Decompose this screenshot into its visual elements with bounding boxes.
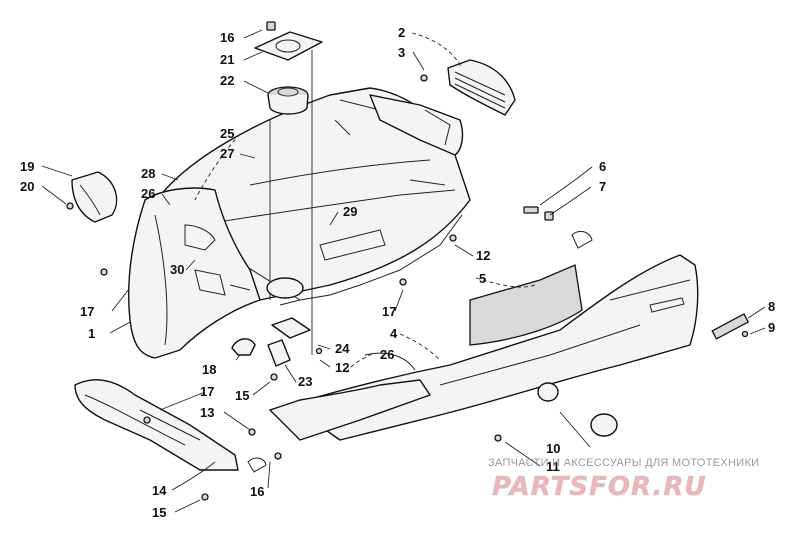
callout-15-mid: 15 xyxy=(235,388,249,403)
callout-21: 21 xyxy=(220,52,234,67)
callout-9: 9 xyxy=(768,320,775,335)
callout-16-bottom: 16 xyxy=(250,484,264,499)
left-side-panel xyxy=(127,187,261,359)
callout-10: 10 xyxy=(546,441,560,456)
callout-3: 3 xyxy=(398,45,405,60)
front-rail xyxy=(269,352,431,441)
callout-23: 23 xyxy=(298,374,312,389)
callout-7: 7 xyxy=(599,179,606,194)
boot-seal xyxy=(267,86,309,115)
callout-5: 5 xyxy=(479,271,486,286)
callout-26-upper: 26 xyxy=(141,186,155,201)
callout-25: 25 xyxy=(220,126,234,141)
cap xyxy=(537,382,618,437)
callout-1: 1 xyxy=(88,326,95,341)
tunnel-plate xyxy=(254,31,323,61)
callout-30: 30 xyxy=(170,262,184,277)
callout-27: 27 xyxy=(220,146,234,161)
callout-17-center: 17 xyxy=(382,304,396,319)
air-scoop xyxy=(447,59,516,116)
callout-24: 24 xyxy=(335,341,350,356)
grommet xyxy=(266,277,304,299)
callout-12-right: 12 xyxy=(476,248,490,263)
leader-lines xyxy=(41,29,766,513)
callout-2: 2 xyxy=(398,25,405,40)
clamp xyxy=(231,338,256,356)
watermark-brand: PARTSFOR.RU xyxy=(492,472,706,502)
callout-8: 8 xyxy=(768,299,775,314)
callout-11: 11 xyxy=(546,459,560,474)
callout-16-top: 16 xyxy=(220,30,234,45)
fasteners xyxy=(66,74,749,501)
mount-plate xyxy=(271,317,311,339)
front-bracket xyxy=(369,94,464,156)
callout-20: 20 xyxy=(20,179,34,194)
callout-17-lower: 17 xyxy=(200,384,214,399)
washer-right xyxy=(571,230,593,249)
callout-22: 22 xyxy=(220,73,234,88)
fender-cover xyxy=(71,171,118,223)
callout-15-bottom: 15 xyxy=(152,505,166,520)
callout-19: 19 xyxy=(20,159,34,174)
callout-26-lower: 26 xyxy=(380,347,394,362)
nut-top xyxy=(266,21,276,31)
callout-14: 14 xyxy=(152,483,167,498)
watermark-tagline: ЗАПЧАСТИ И АКСЕССУАРЫ ДЛЯ МОТОТЕХНИКИ xyxy=(488,457,759,469)
mount-bracket xyxy=(267,339,291,367)
callout-29: 29 xyxy=(343,204,357,219)
washer-lower xyxy=(247,457,267,473)
callout-12-lower: 12 xyxy=(335,360,349,375)
bumper xyxy=(74,379,239,471)
callout-4: 4 xyxy=(390,326,398,341)
callout-6: 6 xyxy=(599,159,606,174)
callout-28: 28 xyxy=(141,166,155,181)
reflector xyxy=(711,313,750,340)
callout-13: 13 xyxy=(200,405,214,420)
callout-18: 18 xyxy=(202,362,216,377)
callout-17-left: 17 xyxy=(80,304,94,319)
